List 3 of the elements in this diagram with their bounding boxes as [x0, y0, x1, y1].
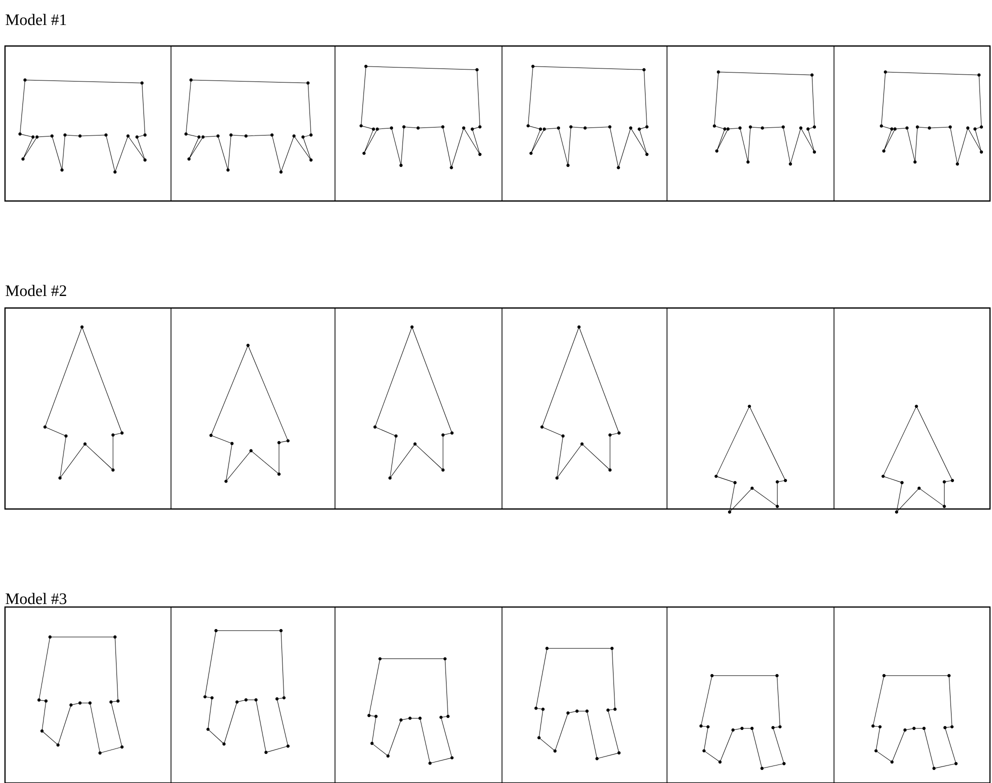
panel-title: Model #2	[6, 284, 66, 296]
panel-title: Model #3	[6, 592, 66, 604]
panel-title: Model #1	[6, 14, 66, 26]
